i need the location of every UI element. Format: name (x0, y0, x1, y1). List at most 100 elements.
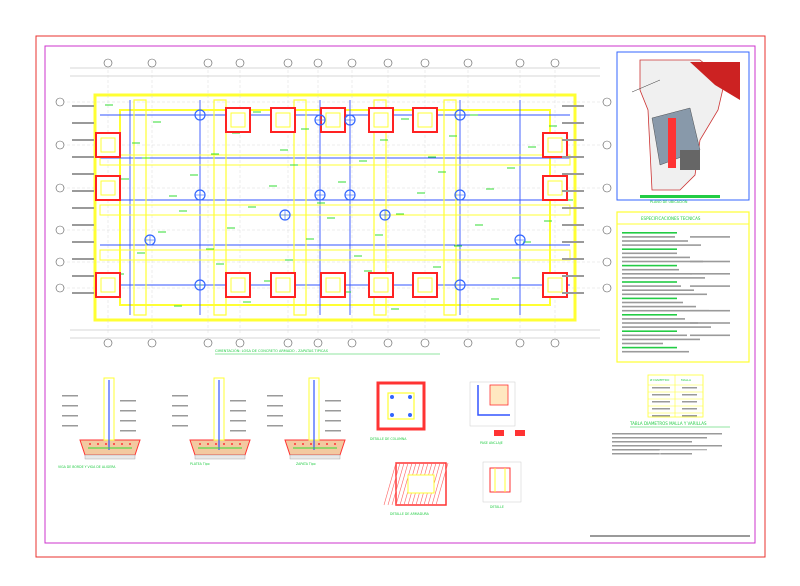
label-mark (562, 190, 584, 192)
label-mark (562, 207, 584, 209)
note-line (612, 437, 707, 439)
axis-bubble (602, 183, 612, 193)
spec-line (622, 309, 709, 312)
footing (270, 272, 296, 298)
column (275, 112, 291, 128)
technical-specs: ESPECIFICACIONES TECNICAS (616, 211, 750, 363)
label-mark (562, 105, 584, 107)
column (547, 137, 563, 153)
detail-label: DETALLE (490, 505, 504, 509)
spec-line (622, 281, 677, 283)
detail-label: DETALLE DE COLUMNA (370, 437, 407, 441)
anchor-bar (477, 385, 510, 416)
detail-label: PLATEA Tipo (190, 462, 210, 466)
column (417, 112, 433, 128)
axis-bubble (203, 58, 213, 68)
footing (95, 272, 121, 298)
spec-line (622, 326, 711, 328)
spec-line (622, 256, 690, 259)
column (547, 180, 563, 196)
axis-bubble (235, 338, 245, 348)
slab-strip (443, 99, 457, 316)
spec-line (622, 248, 677, 250)
spec-line (622, 330, 677, 332)
spec-line (622, 232, 677, 234)
footing (412, 272, 438, 298)
axis-bubble (383, 338, 393, 348)
diameter-table: Ø DIAMETRO MALLA TABLA DIAMETROS MALLA Y… (612, 374, 731, 467)
axis-bubble (55, 97, 65, 107)
slab-strip (99, 154, 571, 166)
table-header-diameter: Ø DIAMETRO (650, 377, 670, 382)
note-line (612, 445, 722, 447)
location-map: PLANO DE UBICACION (616, 51, 750, 204)
label-mark (72, 241, 94, 243)
axis-bubble (347, 58, 357, 68)
axis-bubble (55, 283, 65, 293)
axis-bubble (283, 338, 293, 348)
column (373, 277, 389, 293)
slab-strip (373, 99, 387, 316)
label-mark (562, 275, 584, 277)
spec-line (622, 260, 703, 263)
armature-detail (383, 462, 449, 506)
spec-line (622, 346, 677, 349)
footing (368, 272, 394, 298)
axis-bubble (283, 58, 293, 68)
axis-bubble (602, 225, 612, 235)
label-mark (72, 207, 94, 209)
label-mark (562, 122, 584, 124)
slab-strip (213, 99, 227, 316)
spec-line (622, 318, 685, 320)
slab-strip (99, 204, 571, 216)
axis-bubble (203, 338, 213, 348)
label-mark (72, 156, 94, 158)
spec-line (622, 289, 694, 291)
spec-line (622, 252, 677, 255)
footing (542, 132, 568, 158)
axis-bubble (313, 58, 323, 68)
axis-bubble (55, 225, 65, 235)
column (230, 112, 246, 128)
specs-title: ESPECIFICACIONES TECNICAS (641, 216, 701, 221)
label-mark (562, 292, 584, 294)
label-mark (72, 275, 94, 277)
location-title: PLANO DE UBICACION (650, 200, 688, 204)
foundation-plan (55, 58, 612, 348)
spec-line (622, 301, 683, 304)
axis-bubble (55, 183, 65, 193)
axis-bubble (602, 97, 612, 107)
label-mark (562, 156, 584, 158)
spec-line (622, 285, 681, 287)
label-mark (72, 173, 94, 175)
slab-strip (133, 99, 147, 316)
footing (368, 107, 394, 133)
spec-line (622, 350, 689, 353)
column (325, 112, 341, 128)
column (100, 277, 116, 293)
axis-bubble (103, 338, 113, 348)
axis-bubble (55, 257, 65, 267)
column (373, 112, 389, 128)
axis-bubble (602, 283, 612, 293)
axis-bubble (602, 140, 612, 150)
footing (412, 107, 438, 133)
label-mark (72, 122, 94, 124)
spec-line (622, 240, 688, 242)
axis-bubble (463, 58, 473, 68)
note-line (612, 441, 692, 443)
column (100, 137, 116, 153)
footing (225, 272, 251, 298)
axis-bubble (55, 140, 65, 150)
axis-bubble (550, 58, 560, 68)
inner-border (44, 45, 756, 544)
column-detail (376, 381, 426, 431)
table-header-mesh: MALLA (681, 378, 692, 382)
label-mark (72, 139, 94, 141)
axis-bubble (602, 257, 612, 267)
spec-line (622, 264, 677, 267)
spec-line (622, 342, 663, 345)
detail-label: DETALLE DE ARMADURA (390, 512, 430, 516)
axis-bubble (235, 58, 245, 68)
spec-line (622, 277, 705, 279)
